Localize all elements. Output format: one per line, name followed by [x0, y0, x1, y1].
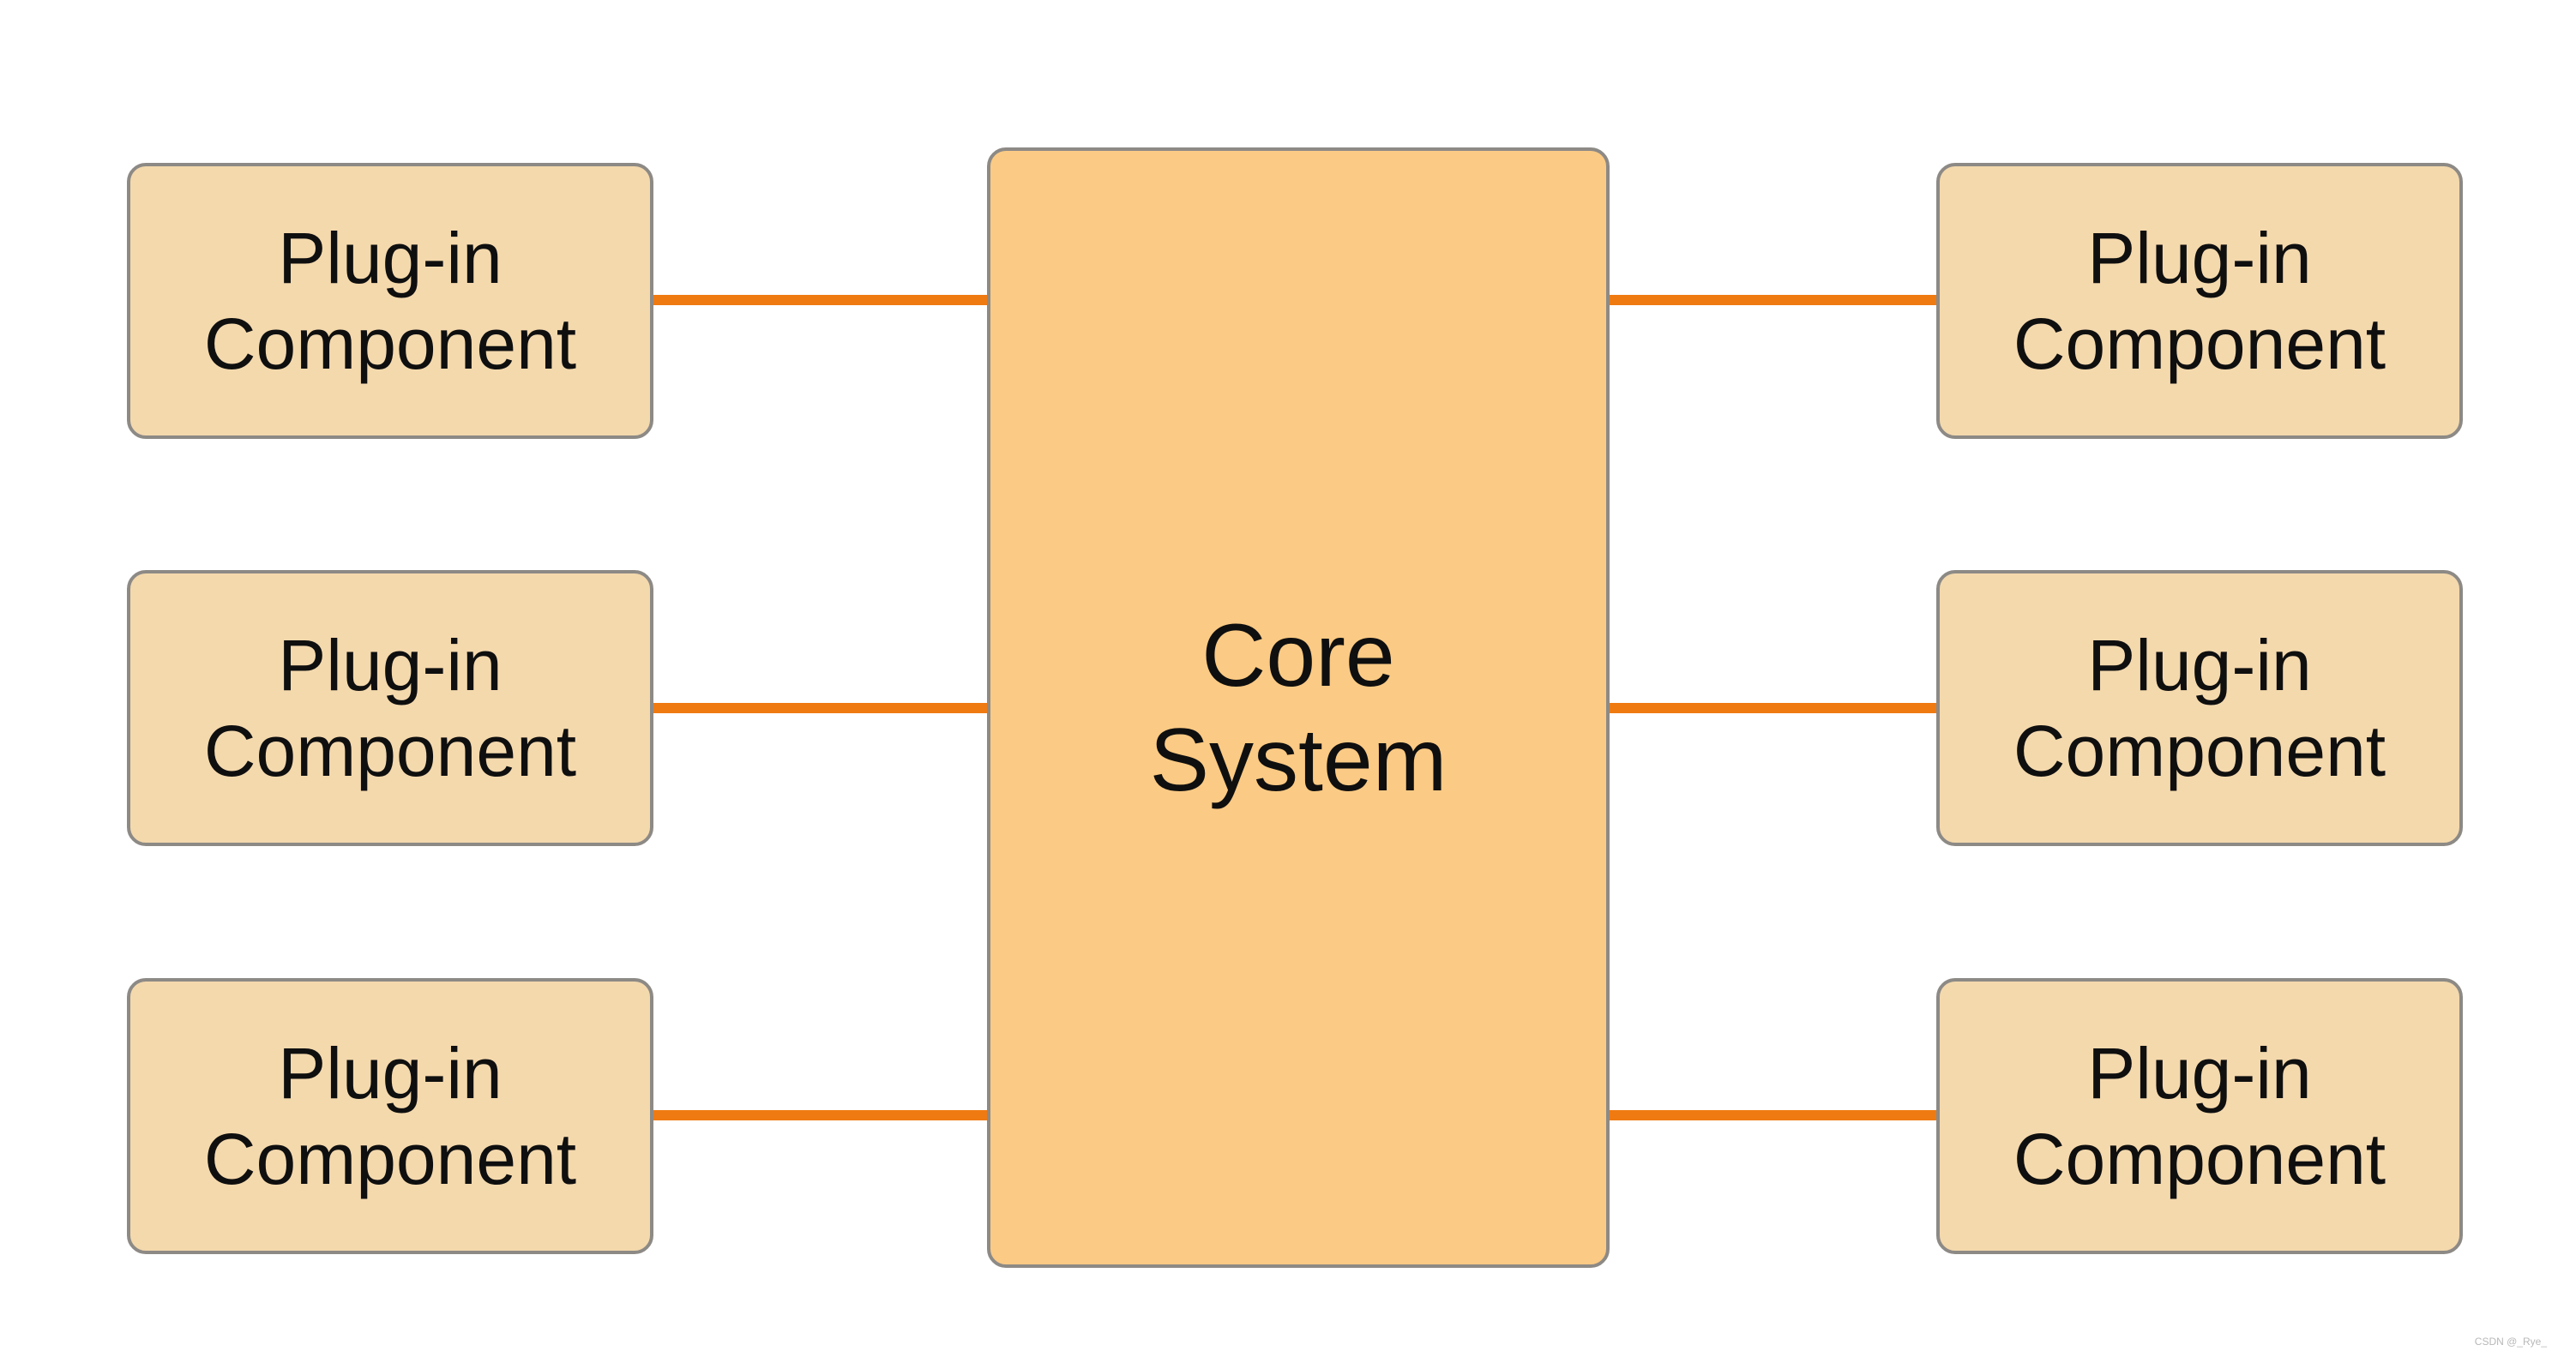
- core-label-line1: Core: [1201, 605, 1395, 706]
- core-label-line2: System: [1149, 710, 1447, 810]
- plugin-label-line2: Component: [2013, 711, 2386, 791]
- plugin-component-right-top: Plug-in Component: [1936, 163, 2463, 439]
- watermark-text: CSDN @_Rye_: [2474, 1336, 2547, 1348]
- connector-left-bottom: [653, 1110, 990, 1120]
- plugin-component-left-middle: Plug-in Component: [127, 570, 653, 846]
- plugin-component-left-bottom: Plug-in Component: [127, 978, 653, 1254]
- plugin-label-line1: Plug-in: [2087, 625, 2312, 706]
- connector-right-middle: [1607, 703, 1943, 713]
- plugin-label-line2: Component: [2013, 303, 2386, 384]
- plugin-component-right-middle: Plug-in Component: [1936, 570, 2463, 846]
- plugin-label-line2: Component: [2013, 1119, 2386, 1199]
- plugin-label-line2: Component: [203, 303, 577, 384]
- plugin-component-left-top: Plug-in Component: [127, 163, 653, 439]
- connector-right-top: [1607, 295, 1943, 305]
- plugin-label-line1: Plug-in: [278, 625, 503, 706]
- core-system-box: Core System: [987, 147, 1610, 1268]
- plugin-label-line2: Component: [203, 1119, 577, 1199]
- plugin-label-line2: Component: [203, 711, 577, 791]
- plugin-label-line1: Plug-in: [278, 1033, 503, 1114]
- connector-right-bottom: [1607, 1110, 1943, 1120]
- plugin-label-line1: Plug-in: [278, 218, 503, 298]
- plugin-label-line1: Plug-in: [2087, 218, 2312, 298]
- connector-left-middle: [653, 703, 990, 713]
- connector-left-top: [653, 295, 990, 305]
- plugin-component-right-bottom: Plug-in Component: [1936, 978, 2463, 1254]
- plugin-label-line1: Plug-in: [2087, 1033, 2312, 1114]
